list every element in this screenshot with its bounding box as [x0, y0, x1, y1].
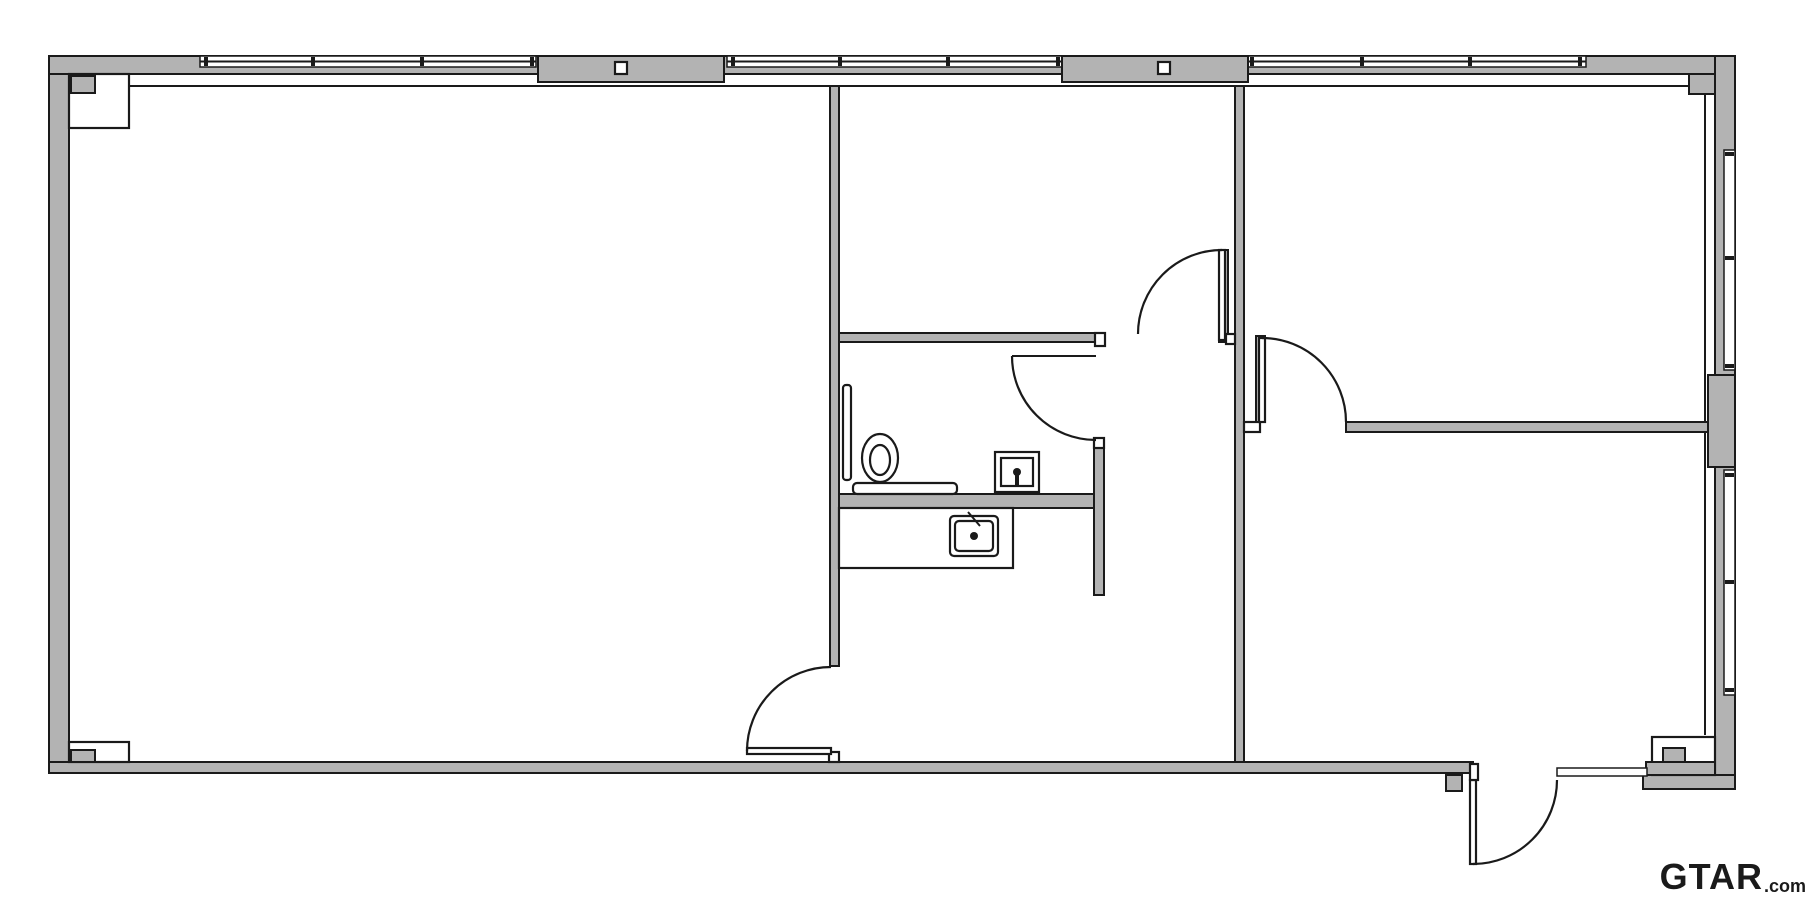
- bathroom-side-wall: [1093, 439, 1105, 596]
- lavatory-icon: [993, 450, 1041, 494]
- door-swing-5: [1472, 779, 1559, 866]
- door-leaf-2: [1217, 248, 1227, 342]
- right-windows: [1707, 149, 1736, 696]
- bottom-exterior-wall: [48, 761, 1474, 774]
- kitchen-sink-icon: [837, 506, 1015, 570]
- interior-walls: [827, 85, 1709, 764]
- upper-room-wall: [838, 332, 1103, 343]
- doors: [745, 248, 1648, 866]
- grab-bar: [841, 383, 853, 482]
- toilet-icon: [851, 432, 959, 496]
- corner-columns: [67, 72, 1717, 777]
- top-windows: [199, 55, 1587, 83]
- sidelight: [1556, 767, 1648, 777]
- logo-wordmark: GTAR: [1659, 856, 1763, 897]
- door-swing-2: [1136, 248, 1223, 335]
- pilaster-2: [1061, 55, 1249, 83]
- bathroom-wall: [838, 493, 1095, 509]
- door-leaf-5: [1468, 778, 1478, 866]
- partition-center: [1234, 85, 1245, 763]
- door-swing-3: [1010, 355, 1097, 442]
- corner-wall: [1642, 774, 1736, 790]
- gtar-logo: GTAR.com: [1650, 851, 1810, 897]
- pilaster-1: [537, 55, 725, 83]
- right-pilaster: [1707, 374, 1736, 468]
- partition-left: [829, 85, 840, 667]
- fixtures: [837, 383, 1041, 570]
- logo-suffix: .com: [1763, 876, 1806, 896]
- door-leaf-4: [1257, 336, 1267, 424]
- door-swing-1: [745, 665, 832, 752]
- left-exterior-wall: [48, 55, 70, 774]
- right-room-wall: [1345, 421, 1709, 433]
- door-swing-4: [1261, 336, 1348, 423]
- door-leaf-1: [745, 746, 833, 756]
